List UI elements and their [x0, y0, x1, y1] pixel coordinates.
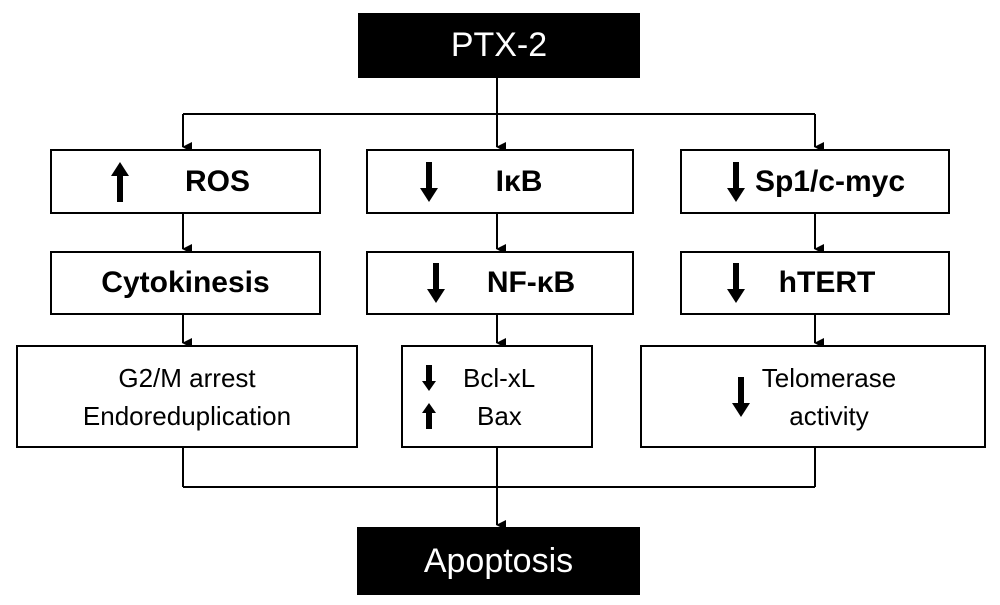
nfkb-label: NF-κB	[486, 266, 576, 299]
arrow-down-icon	[422, 365, 436, 391]
htert-label: hTERT	[778, 266, 876, 299]
telomerase-box: Telomerase activity	[640, 345, 986, 448]
cytokinesis-label: Cytokinesis	[101, 266, 270, 299]
bcl-bax-box: Bcl-xL Bax	[401, 345, 593, 448]
ptx2-label: PTX-2	[450, 26, 548, 64]
sp1-box: Sp1/c-myc	[680, 149, 950, 214]
apoptosis-box: Apoptosis	[357, 527, 640, 595]
g2m-line1: G2/M arrest	[118, 363, 256, 393]
htert-box: hTERT	[680, 251, 950, 315]
ros-box: ROS	[50, 149, 321, 214]
ikb-box: IκB	[366, 149, 634, 214]
ptx2-box: PTX-2	[358, 13, 640, 78]
sp1-label: Sp1/c-myc	[754, 164, 906, 198]
arrow-down-icon	[426, 263, 445, 303]
g2m-line2: Endoreduplication	[82, 401, 292, 431]
ikb-label: IκB	[495, 164, 543, 198]
nfkb-box: NF-κB	[366, 251, 634, 315]
apoptosis-label: Apoptosis	[423, 541, 574, 580]
telomerase-line1: Telomerase	[761, 362, 897, 393]
telomerase-line2: activity	[789, 400, 869, 431]
bcl-xl-label: Bcl-xL	[463, 363, 536, 393]
arrow-down-icon	[419, 161, 438, 202]
cytokinesis-box: Cytokinesis	[50, 251, 321, 315]
arrow-up-icon	[422, 403, 436, 429]
bax-label: Bax	[477, 401, 522, 431]
arrow-down-icon	[726, 263, 745, 303]
arrow-down-icon	[731, 376, 750, 417]
arrow-down-icon	[726, 161, 745, 202]
ros-label: ROS	[184, 164, 250, 198]
g2m-box: G2/M arrest Endoreduplication	[16, 345, 358, 448]
arrow-up-icon	[110, 161, 129, 202]
